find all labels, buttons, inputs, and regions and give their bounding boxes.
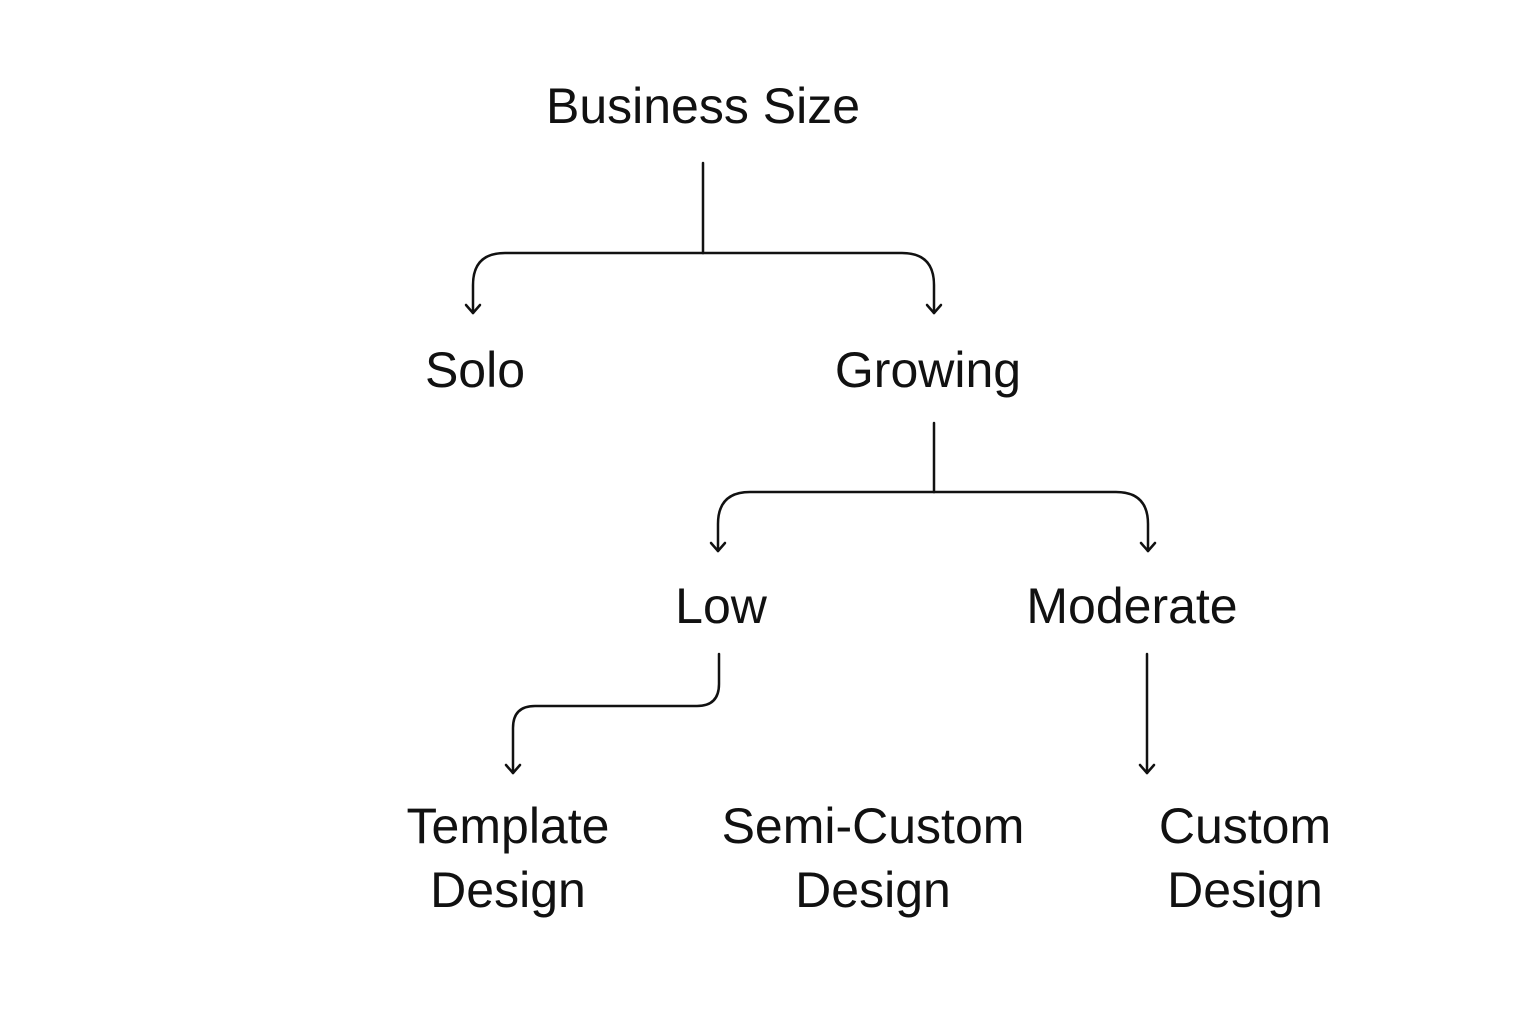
connector-root-to-solo	[471, 251, 705, 315]
connector-root-to-growing	[701, 251, 936, 315]
connector-growing-to-low	[716, 490, 936, 553]
node-moderate: Moderate	[1026, 578, 1238, 634]
node-custom-design-line-2: Design	[1167, 862, 1323, 918]
node-growing: Growing	[834, 342, 1022, 398]
node-semi-custom-design: Semi-Custom Design	[722, 794, 1025, 922]
node-semi-custom-design-line-2: Design	[795, 862, 951, 918]
node-custom-design-line-1: Custom	[1158, 798, 1332, 854]
arrowhead-growing	[925, 303, 943, 315]
node-template-design-line-2: Design	[430, 862, 586, 918]
arrowhead-custom	[1138, 763, 1156, 775]
node-template-design: Template Design	[407, 794, 610, 922]
node-solo: Solo	[424, 342, 526, 398]
arrowhead-solo	[464, 303, 482, 315]
node-low: Low	[675, 578, 767, 634]
arrowhead-moderate	[1139, 541, 1157, 553]
node-custom-design: Custom Design	[1159, 794, 1331, 922]
arrowhead-low	[709, 541, 727, 553]
arrowhead-template	[504, 763, 522, 775]
node-business-size: Business Size	[545, 78, 861, 134]
node-template-design-line-1: Template	[406, 798, 610, 854]
connector-growing-to-moderate	[932, 490, 1150, 553]
node-semi-custom-design-line-1: Semi-Custom	[721, 798, 1025, 854]
connector-low-to-template	[511, 652, 721, 775]
